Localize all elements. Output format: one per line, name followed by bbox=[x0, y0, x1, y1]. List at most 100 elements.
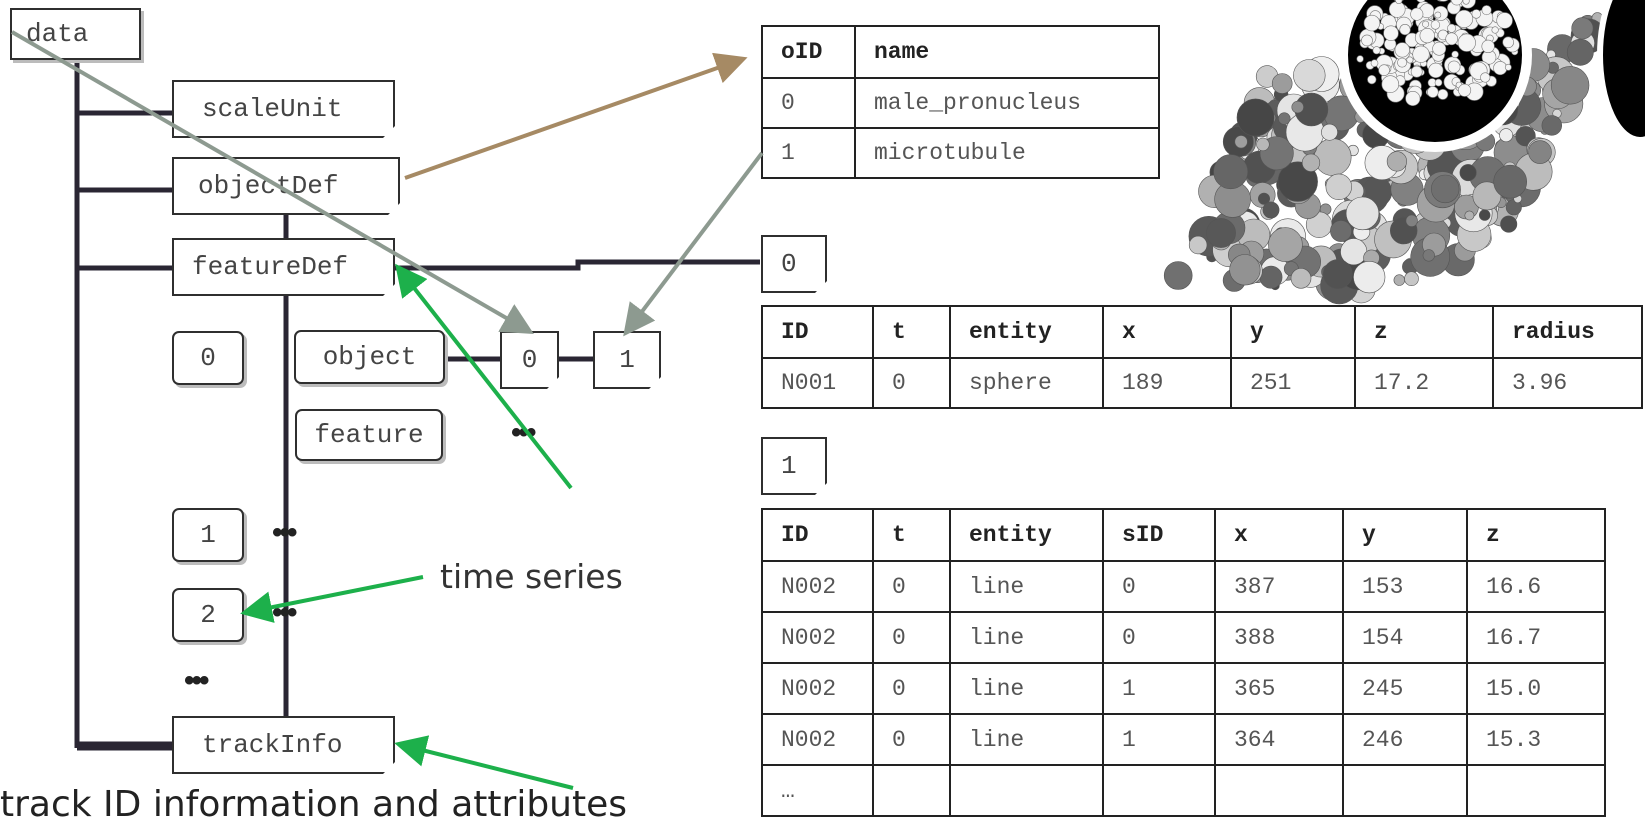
object-1-node: 1 bbox=[593, 331, 661, 389]
sphere-mark bbox=[1291, 100, 1304, 114]
table-cell: 3.96 bbox=[1492, 357, 1643, 409]
table-cell: N002 bbox=[761, 713, 874, 766]
object-def-table: oID name 0 male_pronucleus 1 microtubule bbox=[761, 25, 1160, 179]
header-cell: name bbox=[854, 25, 1160, 79]
object-more-ellipsis: ••• bbox=[511, 416, 536, 449]
inset-sphere-mark bbox=[1432, 41, 1447, 56]
table-header-row: ID t entity sID x y z bbox=[761, 508, 1606, 562]
inset-sphere-mark bbox=[1504, 63, 1512, 71]
inset-sphere-mark bbox=[1372, 46, 1381, 55]
sphere-mark bbox=[1262, 201, 1280, 219]
sphere-mark bbox=[1301, 153, 1321, 172]
sphere-mark bbox=[1405, 214, 1418, 227]
table-row: 1 microtubule bbox=[761, 127, 1160, 179]
sphere-mark bbox=[1330, 220, 1352, 242]
table-cell: 0 bbox=[761, 77, 856, 129]
inset-sphere-mark bbox=[1450, 0, 1463, 6]
sphere-mark bbox=[1213, 154, 1249, 190]
sphere-mark bbox=[1325, 173, 1353, 201]
inset-sphere-mark bbox=[1405, 91, 1421, 107]
inset-sphere-mark bbox=[1427, 86, 1439, 98]
inset-sphere-mark bbox=[1496, 12, 1513, 29]
table-cell: 1 bbox=[761, 127, 856, 179]
table-cell: 0 bbox=[872, 560, 951, 613]
inset-sphere-mark bbox=[1455, 9, 1474, 28]
sphere-mark bbox=[1459, 164, 1477, 182]
header-cell: oID bbox=[761, 25, 856, 79]
track-info-arrow bbox=[394, 735, 574, 790]
object-1-data-label: 1 bbox=[761, 437, 827, 495]
table-cell: 0 bbox=[872, 713, 951, 766]
inset-sphere-mark bbox=[1457, 33, 1476, 52]
sphere-mark bbox=[1271, 73, 1293, 94]
inset-sphere-mark bbox=[1378, 64, 1390, 76]
table-header-row: ID t entity x y z radius bbox=[761, 305, 1643, 359]
inset-sphere-mark bbox=[1416, 0, 1426, 3]
sphere-mark bbox=[1499, 128, 1513, 143]
table-cell: N002 bbox=[761, 611, 874, 664]
table-row: N002 0 line 0 388 154 16.7 bbox=[761, 611, 1606, 664]
sphere-mark bbox=[1353, 261, 1386, 294]
header-cell: entity bbox=[949, 508, 1104, 562]
inset-sphere-mark bbox=[1481, 39, 1495, 54]
sphere-mark bbox=[1268, 227, 1303, 262]
sphere-mark bbox=[1393, 274, 1406, 286]
time-series-arrow bbox=[240, 575, 424, 623]
sphere-mark bbox=[1550, 66, 1590, 105]
sphere-mark bbox=[1478, 209, 1491, 221]
sphere-mark bbox=[1430, 174, 1460, 204]
table-cell: 153 bbox=[1342, 560, 1468, 613]
table-cell: line bbox=[949, 662, 1104, 715]
table-cell: male_pronucleus bbox=[854, 77, 1160, 129]
feature-node: feature bbox=[295, 409, 443, 461]
table-cell: 364 bbox=[1214, 713, 1344, 766]
table-cell: line bbox=[949, 713, 1104, 766]
table-cell: 251 bbox=[1230, 357, 1356, 409]
table-cell bbox=[949, 764, 1104, 817]
inset-sphere-mark bbox=[1363, 14, 1381, 32]
table-cell: 1 bbox=[1102, 662, 1216, 715]
inset-sphere-mark bbox=[1447, 60, 1461, 74]
header-cell: x bbox=[1214, 508, 1344, 562]
feature-def-arrow bbox=[395, 263, 573, 490]
sphere-mark bbox=[1464, 210, 1475, 221]
data-node: data bbox=[10, 8, 141, 60]
table-row: N001 0 sphere 189 251 17.2 3.96 bbox=[761, 357, 1643, 409]
sphere-mark bbox=[1323, 259, 1353, 289]
table-cell: 0 bbox=[872, 611, 951, 664]
inset-sphere-mark bbox=[1397, 57, 1407, 68]
table-cell: N001 bbox=[761, 357, 874, 409]
object-node: object bbox=[294, 330, 445, 384]
inset-sphere-mark bbox=[1451, 50, 1459, 59]
table-cell: 246 bbox=[1342, 713, 1468, 766]
table-cell: 15.0 bbox=[1466, 662, 1606, 715]
object-0-data-label: 0 bbox=[761, 235, 827, 293]
scale-unit-node: scaleUnit bbox=[172, 80, 395, 138]
header-cell: sID bbox=[1102, 508, 1216, 562]
sphere-mark bbox=[1234, 135, 1248, 149]
time-point-1-node: 1 bbox=[172, 508, 244, 562]
inset-sphere-mark bbox=[1428, 62, 1444, 79]
inset-sphere-mark bbox=[1419, 27, 1435, 44]
inset-sphere-mark bbox=[1394, 42, 1410, 58]
sphere-mark bbox=[1293, 59, 1326, 92]
inset-sphere-mark bbox=[1458, 83, 1472, 97]
sphere-mark bbox=[1278, 112, 1291, 125]
table-cell: 245 bbox=[1342, 662, 1468, 715]
sphere-mark bbox=[1541, 115, 1563, 136]
sphere-mark bbox=[1571, 17, 1594, 40]
table-cell: 16.7 bbox=[1466, 611, 1606, 664]
table-row: N002 0 line 1 365 245 15.0 bbox=[761, 662, 1606, 715]
sphere-mark bbox=[1321, 123, 1338, 141]
table-header-row: oID name bbox=[761, 25, 1160, 79]
inset-sphere-mark bbox=[1430, 20, 1441, 30]
header-cell: ID bbox=[761, 305, 874, 359]
inset-sphere-mark bbox=[1361, 34, 1373, 47]
table-cell: line bbox=[949, 560, 1104, 613]
inset-sphere-mark bbox=[1399, 23, 1411, 36]
sphere-mark bbox=[1277, 161, 1318, 202]
data-to-object-0-arrow bbox=[10, 30, 534, 335]
table-cell bbox=[872, 764, 951, 817]
inset-sphere-mark bbox=[1356, 55, 1364, 63]
